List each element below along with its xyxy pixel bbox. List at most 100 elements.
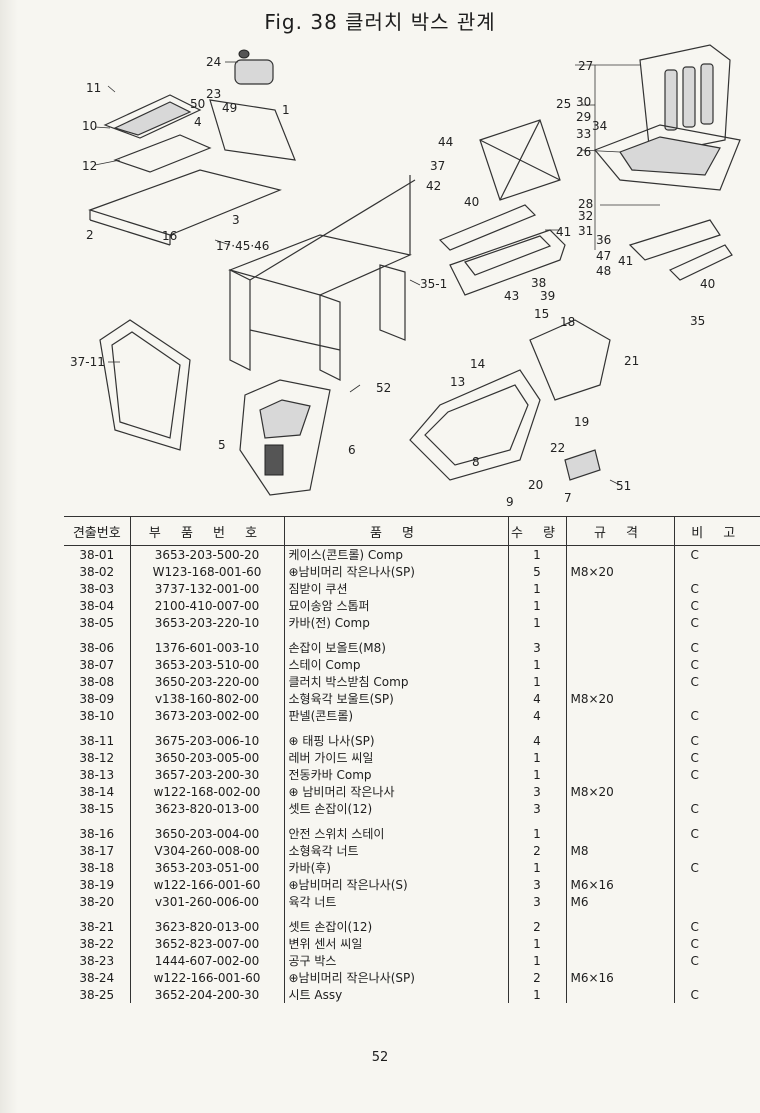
callout: 26	[576, 145, 591, 159]
cell-index: 38-06	[79, 640, 115, 655]
page-title: Fig. 38 클러치 박스 관계	[264, 10, 496, 34]
cell-remarks: C	[673, 825, 760, 842]
cell-spec	[565, 656, 674, 673]
exploded-parts-diagram: 24 23 11 50 49 1 10 4 12 2 3 16 17·45·46…	[70, 44, 741, 509]
cell-part-no: 3653-203-510-00	[129, 656, 284, 673]
cell-remarks: C	[673, 656, 760, 673]
callout: 35-1	[420, 277, 447, 291]
cell-remarks: C	[673, 639, 760, 656]
callout: 41	[618, 254, 633, 268]
callout: 40	[464, 195, 479, 209]
cell-part-no: 3673-203-002-00	[129, 707, 284, 724]
header-part-name: 품 명	[283, 516, 508, 546]
callout: 23	[206, 87, 221, 101]
callout: 32	[578, 209, 593, 223]
cell-qty: 2	[507, 918, 566, 935]
callout: 28	[578, 197, 593, 211]
callout: 42	[426, 179, 441, 193]
cell-spec: M8	[565, 842, 674, 859]
cell-remarks: C	[673, 935, 760, 952]
callout: 20	[528, 478, 543, 492]
callout: 10	[82, 119, 97, 133]
cell-remarks: C	[673, 732, 760, 749]
cell-spec	[565, 707, 674, 724]
cell-part-name: 시트 Assy	[283, 986, 508, 1003]
cell-remarks: C	[673, 707, 760, 724]
callout-labels: 24 23 11 50 49 1 10 4 12 2 3 16 17·45·46…	[70, 55, 715, 509]
callout: 16	[162, 229, 177, 243]
callout: 31	[578, 224, 593, 238]
cell-part-no: 3657-203-200-30	[129, 766, 284, 783]
callout: 33	[576, 127, 591, 141]
cell-part-name: 레버 가이드 씨일	[283, 749, 508, 766]
group-spacer	[64, 910, 760, 918]
callout: 18	[560, 315, 575, 329]
callout: 36	[596, 233, 611, 247]
seat-assembly	[594, 44, 741, 281]
cell-remarks: C	[673, 952, 760, 969]
cell-index: 38-23	[79, 953, 115, 968]
callout: 4	[194, 115, 202, 129]
cell-index: 38-17	[79, 843, 115, 858]
cell-index: 38-14	[79, 784, 115, 799]
cell-index: 38-02	[79, 564, 115, 579]
cell-part-name: ⊕남비머리 작은나사(SP)	[283, 563, 508, 580]
cell-part-no: w122-166-001-60	[129, 969, 284, 986]
cell-part-name: 짐받이 쿠션	[283, 580, 508, 597]
cell-part-name: 케이스(콘트롤) Comp	[283, 545, 508, 563]
cell-spec	[565, 825, 674, 842]
cell-qty: 1	[507, 766, 566, 783]
callout: 51	[616, 479, 631, 493]
cell-remarks: C	[673, 614, 760, 631]
cell-spec	[565, 749, 674, 766]
cell-qty: 1	[507, 825, 566, 842]
cell-part-name: ⊕남비머리 작은나사(S)	[283, 876, 508, 893]
callout: 52	[376, 381, 391, 395]
cell-index: 38-04	[79, 598, 115, 613]
cell-part-no: 3737-132-001-00	[129, 580, 284, 597]
cell-index: 38-13	[79, 767, 115, 782]
cell-spec	[565, 986, 674, 1003]
cell-qty: 4	[507, 707, 566, 724]
cell-qty: 1	[507, 935, 566, 952]
cell-index: 38-10	[79, 708, 115, 723]
rear-cover	[409, 319, 611, 481]
cell-part-no: 3653-203-220-10	[129, 614, 284, 631]
cell-spec	[565, 639, 674, 656]
front-cover	[239, 379, 331, 496]
callout: 14	[470, 357, 485, 371]
cell-spec	[565, 545, 674, 563]
callout: 35	[690, 314, 705, 328]
cell-index: 38-05	[79, 615, 115, 630]
cell-index: 38-20	[79, 894, 115, 909]
group-spacer	[64, 817, 760, 825]
cell-remarks: C	[673, 597, 760, 614]
cell-qty: 1	[507, 614, 566, 631]
cell-remarks: C	[673, 766, 760, 783]
cell-qty: 1	[507, 656, 566, 673]
cell-remarks: C	[673, 580, 760, 597]
callout: 22	[550, 441, 565, 455]
callout: 13	[450, 375, 465, 389]
callout: 8	[472, 455, 480, 469]
cell-part-name: ⊕ 태핑 나사(SP)	[283, 732, 508, 749]
cell-spec	[565, 918, 674, 935]
cell-index: 38-11	[79, 733, 115, 748]
cell-part-no: 1376-601-003-10	[129, 639, 284, 656]
header-part-no: 부 품 번 호	[129, 516, 284, 546]
cell-spec: M8×20	[565, 563, 674, 580]
cell-part-no: w122-168-002-00	[129, 783, 284, 800]
cell-spec: M6×16	[565, 876, 674, 893]
cell-index: 38-08	[79, 674, 115, 689]
table-header-row: 견출번호 부 품 번 호 품 명 수 량 규 격 비 고	[64, 516, 760, 546]
cell-part-name: 손잡이 보올트(M8)	[283, 639, 508, 656]
callout: 17·45·46	[216, 239, 269, 253]
